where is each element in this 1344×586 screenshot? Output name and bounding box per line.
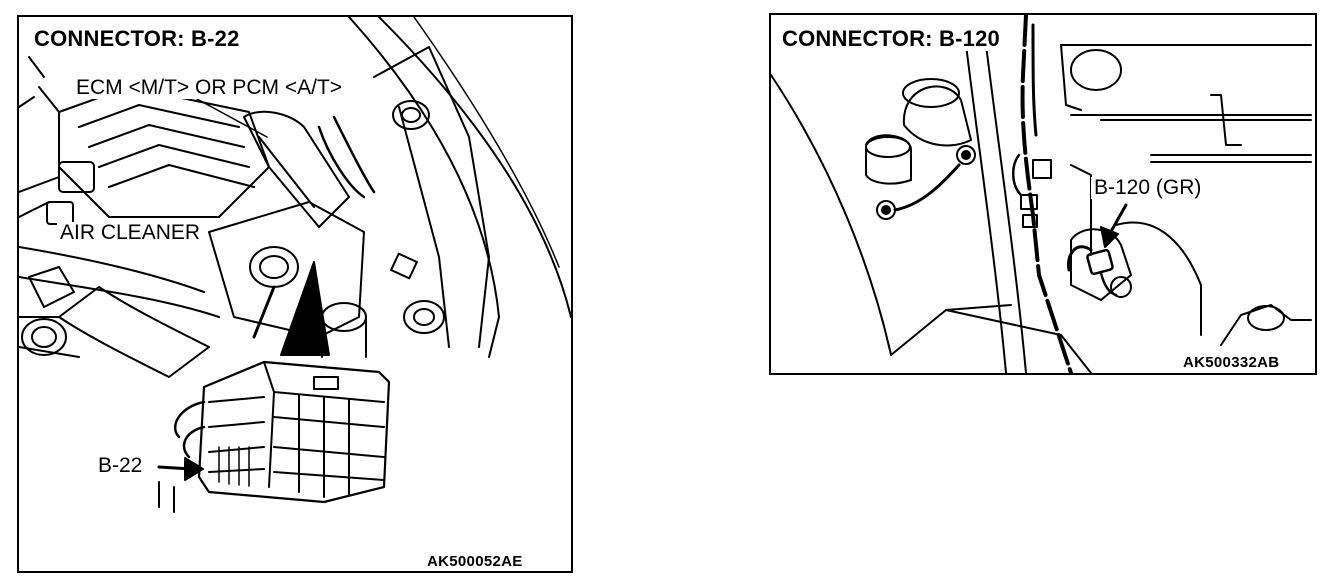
engine-bay-illustration (19, 17, 571, 513)
air-cleaner-label: AIR CLEANER (57, 222, 204, 244)
connector-b22-title: CONNECTOR: B-22 (31, 27, 243, 51)
b120-connector-label: B-120 (GR) (1091, 177, 1205, 199)
figure-code-right: AK500332AB (1183, 354, 1280, 371)
b22-connector-label: B-22 (98, 454, 143, 477)
connector-b120-panel: CONNECTOR: B-120 B-120 (GR) AK500332AB (769, 13, 1317, 375)
connector-b22-panel: CONNECTOR: B-22 ECM <M/T> OR PCM <A/T> A… (17, 15, 573, 573)
harness-illustration (771, 15, 1312, 373)
connector-b120-title: CONNECTOR: B-120 (779, 27, 1003, 51)
figure-code-left: AK500052AE (427, 553, 523, 570)
ecm-pcm-label: ECM <M/T> OR PCM <A/T> (73, 77, 346, 99)
